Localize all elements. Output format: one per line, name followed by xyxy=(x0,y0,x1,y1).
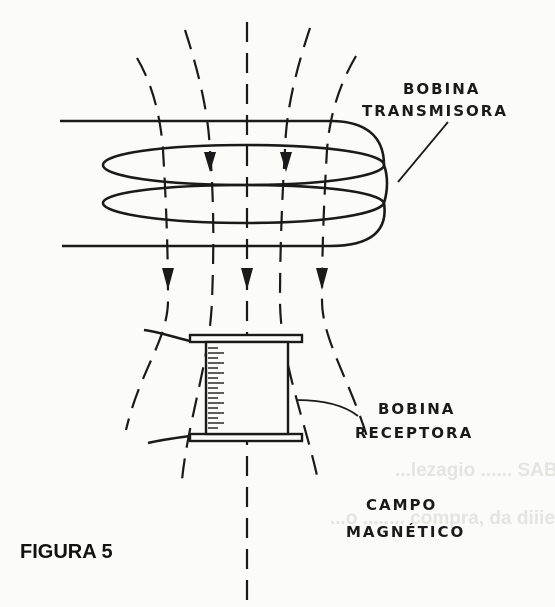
receiver-coil xyxy=(143,328,304,445)
transmitter-loop-2 xyxy=(101,164,389,225)
figure-caption: FIGURA 5 xyxy=(20,541,113,563)
magnetic-field-lines xyxy=(124,22,370,600)
transmitter-leader-line xyxy=(397,121,449,183)
transmitter-label-line2: TRANSMISORA xyxy=(362,102,508,120)
arrow-down-center xyxy=(241,268,253,290)
field-line-5 xyxy=(320,55,370,441)
receiver-lead-bottom xyxy=(147,434,191,445)
field-arrows xyxy=(162,152,328,290)
arrow-down-left-lower xyxy=(162,268,174,290)
transmitter-label-line1: BOBINA xyxy=(403,80,480,98)
transmitter-loop-1 xyxy=(101,143,386,187)
receiver-leader-line xyxy=(295,399,359,417)
receiver-lead-top xyxy=(143,328,191,343)
field-label-line2: MAGNÉTICO xyxy=(346,522,465,541)
field-line-2 xyxy=(180,29,215,481)
transmitter-coil xyxy=(60,119,389,248)
receiver-body xyxy=(204,340,290,436)
arrow-down-right-lower xyxy=(316,268,328,290)
field-label-line1: CAMPO xyxy=(366,496,437,514)
receiver-label-line2: RECEPTORA xyxy=(355,424,473,442)
arrow-down-left-upper xyxy=(204,152,216,172)
show-through-text-2: ...o ........ compra, da diiiere xyxy=(330,508,555,529)
arrow-down-right-upper xyxy=(280,152,292,172)
receiver-label-line1: BOBINA xyxy=(378,400,455,418)
field-line-4 xyxy=(278,27,320,481)
field-line-1 xyxy=(124,57,170,431)
show-through-text-1: ...lezagio ...... SABER PUBLI xyxy=(395,460,555,481)
receiver-windings xyxy=(208,347,224,429)
transmitter-lead-bottom xyxy=(62,202,386,248)
